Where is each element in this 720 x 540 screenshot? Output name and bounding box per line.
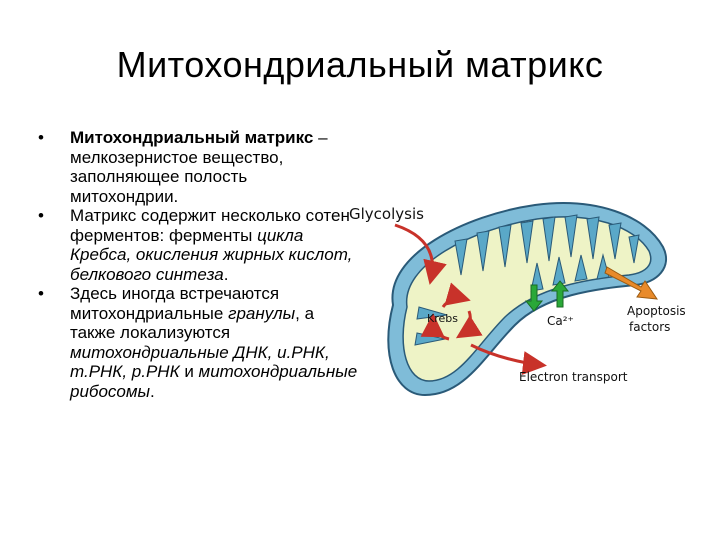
bullet-end: . xyxy=(224,265,229,284)
bullet-marker: • xyxy=(38,284,44,304)
krebs-label: Krebs xyxy=(427,312,458,325)
calcium-label: Ca²⁺ xyxy=(547,314,574,328)
bullet-marker: • xyxy=(38,206,44,226)
bullet-italic: гранулы xyxy=(228,304,295,323)
apoptosis-label-line2: factors xyxy=(629,320,670,334)
glycolysis-label: Glycolysis xyxy=(349,205,424,223)
bullet-item-3: • Здесь иногда встречаются митохондриаль… xyxy=(38,284,358,401)
slide-title: Митохондриальный матрикс xyxy=(0,44,720,86)
bullet-text: Матрикс содержит несколько сотен фермент… xyxy=(70,206,350,245)
bullet-list: • Митохондриальный матрикс – мелкозернис… xyxy=(38,128,358,401)
term-bold: Митохондриальный матрикс xyxy=(70,128,313,147)
bullet-item-2: • Матрикс содержит несколько сотен ферме… xyxy=(38,206,358,284)
electron-transport-label: Electron transport xyxy=(519,370,628,384)
apoptosis-label-line1: Apoptosis xyxy=(627,304,686,318)
bullet-item-1: • Митохондриальный матрикс – мелкозернис… xyxy=(38,128,358,206)
mitochondrion-diagram: Glycolysis Krebs Electron transport Ca²⁺… xyxy=(345,195,705,415)
bullet-end: . xyxy=(150,382,155,401)
bullet-text: и xyxy=(180,362,199,381)
bullet-marker: • xyxy=(38,128,44,148)
